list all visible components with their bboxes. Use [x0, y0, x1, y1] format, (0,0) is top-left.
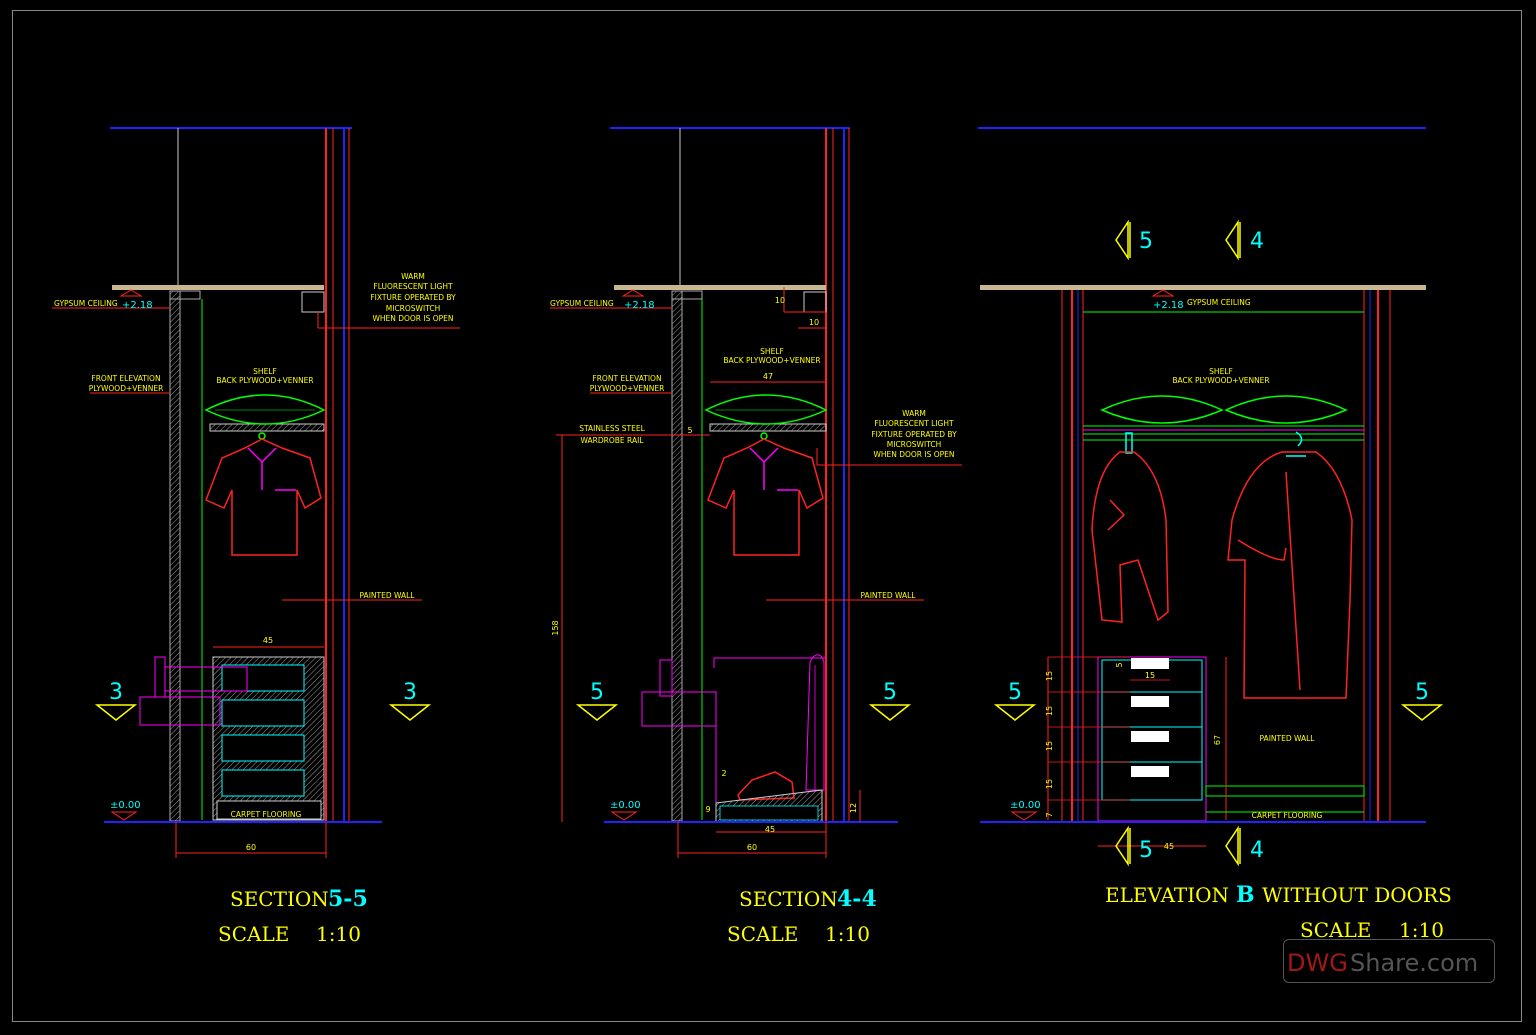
scale-word: SCALE: [1300, 918, 1371, 942]
dim-45: 45: [1164, 842, 1174, 851]
scale-word: SCALE: [218, 922, 289, 946]
light-note-2: FLUORESCENT LIGHT: [874, 419, 954, 428]
carpet-label: CARPET FLOORING: [231, 810, 302, 819]
light-note-4: MICROSWITCH: [386, 304, 440, 313]
floor-level: ±0.00: [110, 800, 141, 811]
scale-val: 1:10: [825, 922, 870, 946]
title-word: SECTION: [739, 887, 838, 911]
dim-shoe-angle: 2: [721, 769, 726, 778]
drawer-dim-3: 15: [1045, 741, 1054, 751]
dim-light-w: 10: [809, 318, 819, 327]
light-note-4: MICROSWITCH: [887, 440, 941, 449]
light-note-1: WARM: [902, 409, 926, 418]
dim-shoe-9: 9: [705, 805, 710, 814]
ceiling-level: +2.18: [624, 300, 655, 311]
section-4-4-text: GYPSUM CEILING +2.18 10 10 SHELF BACK PL…: [550, 296, 957, 946]
shelf-2: BACK PLYWOOD+VENNER: [723, 356, 820, 365]
dim-shelf: 47: [763, 372, 773, 381]
rail-label-2: WARDROBE RAIL: [581, 436, 645, 445]
scale-val: 1:10: [316, 922, 361, 946]
section-5-5: [52, 127, 460, 858]
painted-wall: PAINTED WALL: [360, 591, 416, 600]
dim-light-h: 10: [775, 296, 785, 305]
title-b: B: [1236, 882, 1255, 908]
front-elevation-1: FRONT ELEVATION: [592, 374, 661, 383]
drawer-dim-2: 15: [1045, 706, 1054, 716]
dim-total: 60: [246, 843, 256, 852]
dim-handle: 15: [1145, 671, 1155, 680]
dim-total: 60: [747, 843, 757, 852]
marker-right: 3: [403, 680, 417, 705]
dim-drawer: 45: [263, 636, 273, 645]
marker-left: 5: [590, 680, 604, 705]
dim-67: 67: [1213, 735, 1222, 745]
bottom-marker-2: 4: [1250, 838, 1264, 863]
dim-shoe-12: 12: [849, 803, 858, 813]
front-elevation-2: PLYWOOD+VENNER: [89, 384, 164, 393]
shelf-1: SHELF: [1209, 367, 1233, 376]
dim-shoe-w: 45: [765, 825, 775, 834]
ceiling-level: +2.18: [1153, 300, 1184, 311]
front-elevation-1: FRONT ELEVATION: [91, 374, 160, 383]
marker-right: 5: [883, 680, 897, 705]
light-note-1: WARM: [401, 272, 425, 281]
title-a: ELEVATION: [1105, 883, 1229, 907]
dim-height: 158: [551, 620, 560, 635]
carpet-label: CARPET FLOORING: [1252, 811, 1323, 820]
front-elevation-2: PLYWOOD+VENNER: [590, 384, 665, 393]
elevation-b: [978, 127, 1444, 867]
light-note-5: WHEN DOOR IS OPEN: [372, 314, 453, 323]
shelf-2: BACK PLYWOOD+VENNER: [1172, 376, 1269, 385]
ceiling-label: GYPSUM CEILING: [54, 299, 118, 308]
elevation-b-text: 5 4 +2.18 GYPSUM CEILING SHELF BACK PLYW…: [1008, 229, 1452, 942]
watermark-box: [1283, 939, 1495, 983]
light-note-5: WHEN DOOR IS OPEN: [873, 450, 954, 459]
shelf-1: SHELF: [760, 347, 784, 356]
title-word: SECTION: [230, 887, 329, 911]
top-marker-1: 5: [1139, 229, 1153, 254]
dim-5: 5: [1115, 662, 1124, 667]
painted-wall: PAINTED WALL: [1260, 734, 1316, 743]
title-num: 5-5: [328, 886, 368, 912]
rail-label-1: STAINLESS STEEL: [579, 424, 645, 433]
marker-left: 3: [109, 680, 123, 705]
ceiling-level: +2.18: [122, 300, 153, 311]
marker-left: 5: [1008, 680, 1022, 705]
title-c: WITHOUT DOORS: [1262, 883, 1452, 907]
floor-level: ±0.00: [1010, 800, 1041, 811]
light-note-3: FIXTURE OPERATED BY: [370, 293, 456, 302]
scale-word: SCALE: [727, 922, 798, 946]
top-marker-2: 4: [1250, 229, 1264, 254]
painted-wall: PAINTED WALL: [861, 591, 917, 600]
title-num: 4-4: [837, 886, 877, 912]
shelf-1: SHELF: [253, 367, 277, 376]
marker-right: 5: [1415, 680, 1429, 705]
watermark: DWG Share.com: [1287, 949, 1478, 977]
drawer-dim-4: 15: [1045, 779, 1054, 789]
dim-7: 7: [1045, 812, 1054, 817]
floor-level: ±0.00: [610, 800, 641, 811]
dim-rail: 5: [687, 426, 692, 435]
bottom-marker-1: 5: [1139, 838, 1153, 863]
section-5-5-text: GYPSUM CEILING +2.18 WARM FLUORESCENT LI…: [54, 272, 456, 946]
watermark-part-1: DWG: [1287, 949, 1348, 977]
drawer-dim-1: 15: [1045, 671, 1054, 681]
section-4-4: [550, 127, 962, 858]
watermark-part-2: Share.com: [1350, 949, 1478, 977]
ceiling-label: GYPSUM CEILING: [1187, 298, 1251, 307]
scale-val: 1:10: [1399, 918, 1444, 942]
ceiling-label: GYPSUM CEILING: [550, 299, 614, 308]
shelf-2: BACK PLYWOOD+VENNER: [216, 376, 313, 385]
light-note-3: FIXTURE OPERATED BY: [871, 430, 957, 439]
light-note-2: FLUORESCENT LIGHT: [373, 282, 453, 291]
